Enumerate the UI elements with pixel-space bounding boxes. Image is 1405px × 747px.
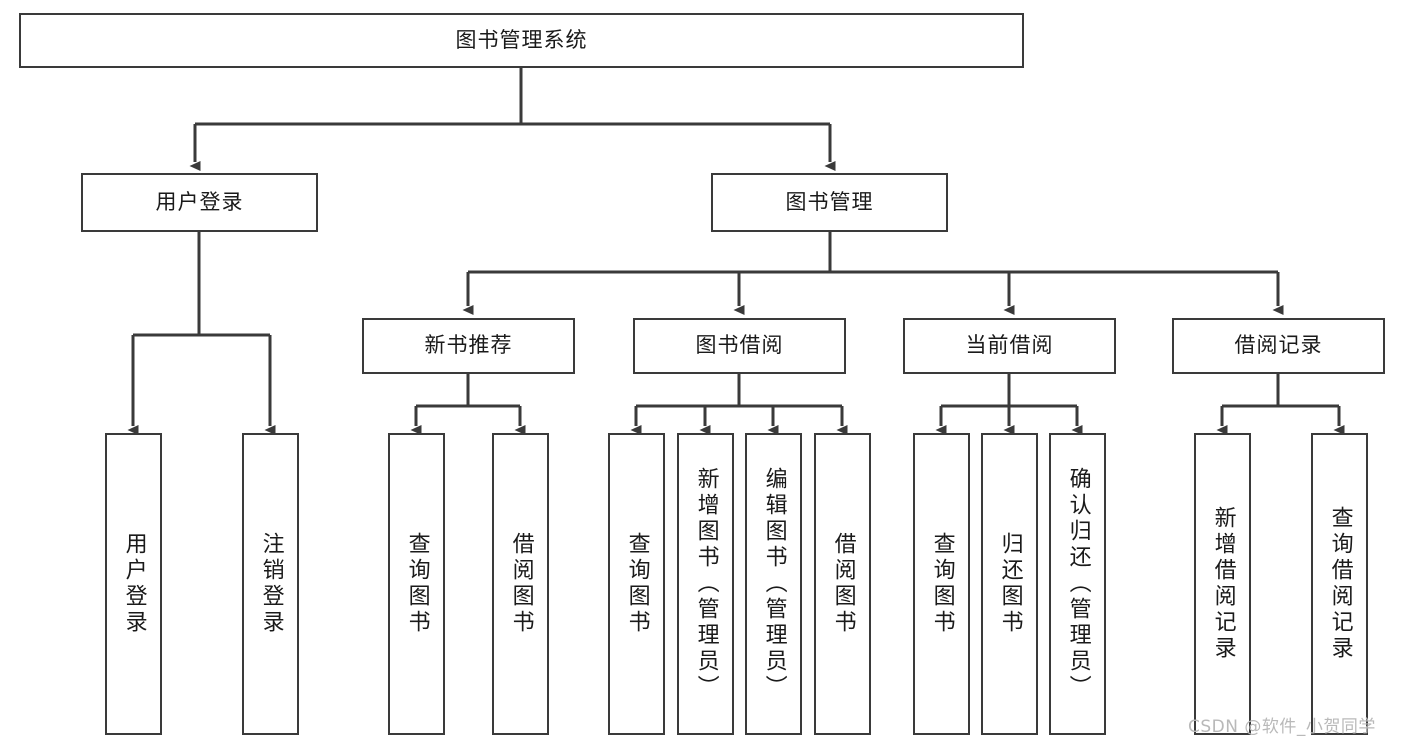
leaf-user-login-signin[interactable]: 用户登录 — [105, 433, 162, 735]
leaf-book-borrow-query[interactable]: 查询图书 — [608, 433, 665, 735]
node-user-login[interactable]: 用户登录 — [81, 173, 318, 232]
leaf-user-login-signout[interactable]: 注销登录 — [242, 433, 299, 735]
leaf-book-borrow-add[interactable]: 新增图书（管理员） — [677, 433, 734, 735]
node-label: 借阅图书 — [830, 532, 856, 636]
node-label: 图书借阅 — [695, 333, 784, 358]
leaf-book-borrow-borrow[interactable]: 借阅图书 — [814, 433, 871, 735]
leaf-book-borrow-edit[interactable]: 编辑图书（管理员） — [745, 433, 802, 735]
node-label: 用户登录 — [121, 532, 147, 636]
node-label: 当前借阅 — [965, 333, 1054, 358]
node-label: 确认归还（管理员） — [1065, 467, 1091, 701]
node-label: 新书推荐 — [424, 333, 513, 358]
node-label: 注销登录 — [258, 532, 284, 636]
node-label: 查询图书 — [624, 532, 650, 636]
node-label: 借阅记录 — [1234, 333, 1323, 358]
node-label: 归还图书 — [997, 532, 1023, 636]
leaf-current-borrow-query[interactable]: 查询图书 — [913, 433, 970, 735]
node-label: 新增图书（管理员） — [693, 467, 719, 701]
node-label: 借阅图书 — [508, 532, 534, 636]
node-label: 编辑图书（管理员） — [761, 467, 787, 701]
node-label: 图书管理系统 — [455, 27, 588, 52]
leaf-borrow-record-add[interactable]: 新增借阅记录 — [1194, 433, 1251, 735]
node-current-borrow[interactable]: 当前借阅 — [903, 318, 1116, 374]
node-book-management[interactable]: 图书管理 — [711, 173, 948, 232]
node-borrow-record[interactable]: 借阅记录 — [1172, 318, 1385, 374]
node-new-book-recommend[interactable]: 新书推荐 — [362, 318, 575, 374]
node-book-borrow[interactable]: 图书借阅 — [633, 318, 846, 374]
leaf-current-borrow-return[interactable]: 归还图书 — [981, 433, 1038, 735]
leaf-current-borrow-confirm-return[interactable]: 确认归还（管理员） — [1049, 433, 1106, 735]
node-label: 新增借阅记录 — [1210, 506, 1236, 662]
node-label: 查询图书 — [929, 532, 955, 636]
node-label: 查询借阅记录 — [1327, 506, 1353, 662]
node-root-system[interactable]: 图书管理系统 — [19, 13, 1024, 68]
node-label: 图书管理 — [785, 189, 874, 214]
leaf-borrow-record-query[interactable]: 查询借阅记录 — [1311, 433, 1368, 735]
leaf-new-book-borrow[interactable]: 借阅图书 — [492, 433, 549, 735]
node-label: 用户登录 — [155, 189, 244, 214]
leaf-new-book-query[interactable]: 查询图书 — [388, 433, 445, 735]
node-label: 查询图书 — [404, 532, 430, 636]
